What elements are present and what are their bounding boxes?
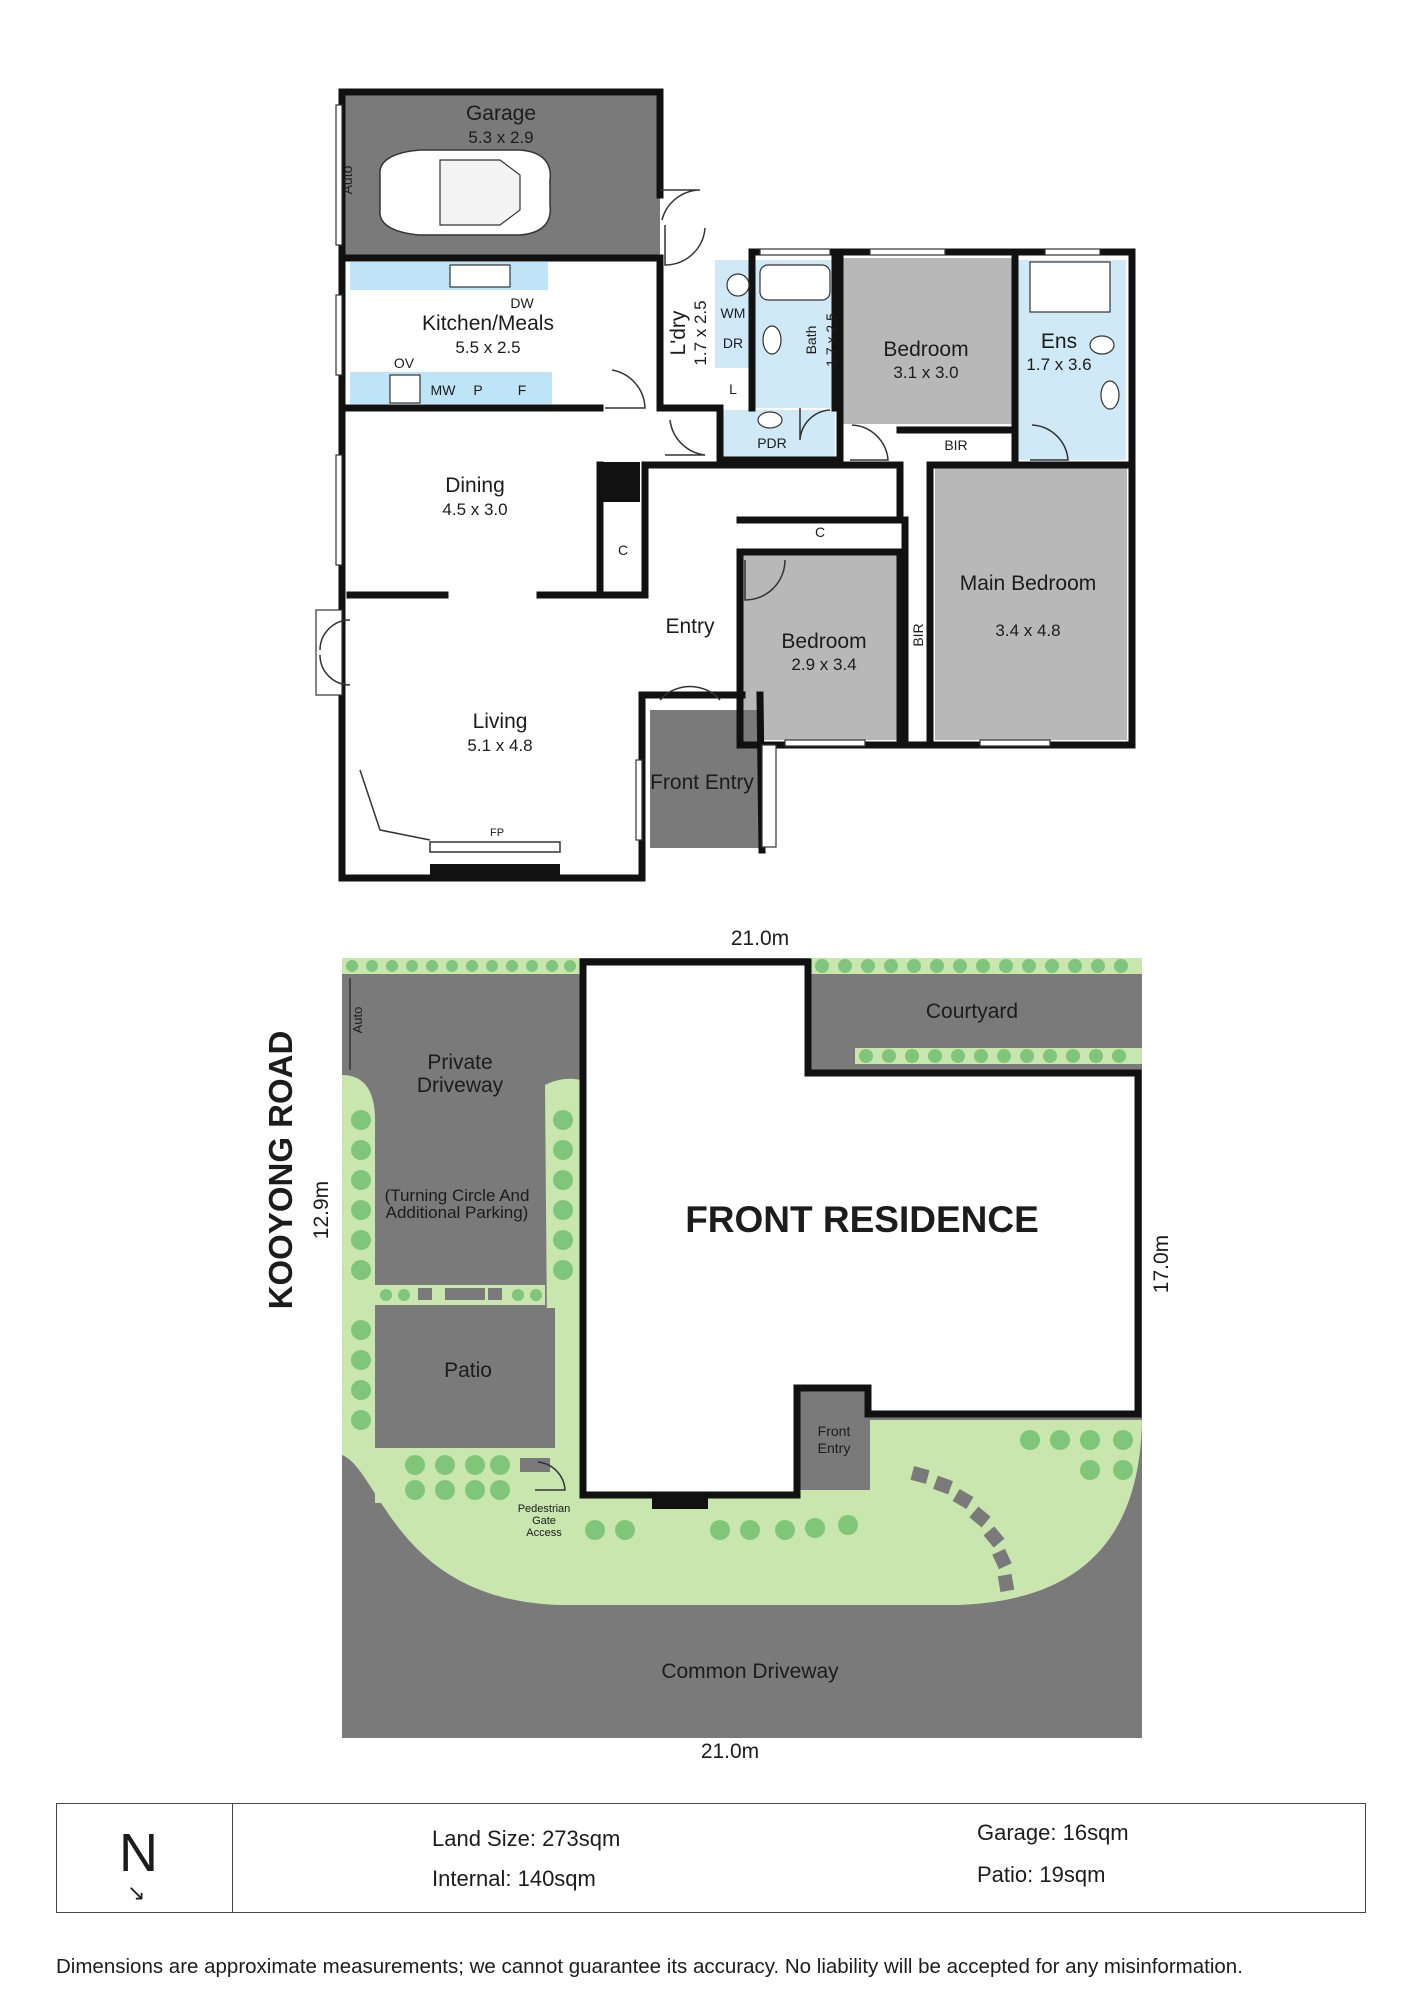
- floor-plan: Garage 5.3 x 2.9 Kitchen/Meals 5.5 x 2.5…: [262, 88, 1173, 1738]
- dim-left: 12.9m: [310, 1181, 333, 1239]
- bedroom3-label: Bedroom: [781, 630, 866, 653]
- bath-dims: 1.7 x 2.5: [823, 313, 839, 367]
- ensuite-label: Ens: [1041, 330, 1077, 353]
- site-dim-bottom: 21.0m: [700, 1740, 760, 1763]
- pdr-label: PDR: [757, 435, 787, 451]
- bedroom3-dims: 2.9 x 3.4: [791, 655, 856, 674]
- land-size: Land Size: 273sqm: [432, 1826, 621, 1851]
- driveway-label-2: Driveway: [417, 1074, 504, 1097]
- top-hedge-left: [342, 958, 580, 974]
- dishwasher-label: DW: [510, 295, 534, 311]
- turning-label-2: Additional Parking): [386, 1203, 529, 1222]
- main-bedroom-label: Main Bedroom: [960, 572, 1097, 595]
- dim-right: 17.0m: [1150, 1235, 1173, 1293]
- patio-label: Patio: [444, 1359, 492, 1382]
- road-label: KOOYONG ROAD: [262, 1031, 299, 1310]
- pedestrian-gate-icon: [535, 1461, 566, 1491]
- fireplace-label: FP: [490, 827, 504, 839]
- garage-label: Garage: [466, 102, 536, 125]
- bir-label-bedroom2: BIR: [944, 437, 967, 453]
- info-panel: N ↘ Land Size: 273sqm Internal: 140sqm G…: [56, 1803, 1366, 1913]
- gate-label-3: Access: [526, 1527, 562, 1539]
- lawn-main: [342, 1420, 1142, 1605]
- laundry-label: L'dry: [667, 310, 690, 355]
- site-front-entry-1: Front: [818, 1423, 851, 1439]
- pantry-label: P: [473, 382, 482, 398]
- car-icon: [379, 149, 552, 236]
- north-cell: N ↘: [57, 1804, 233, 1912]
- dryer-label: DR: [723, 335, 743, 351]
- driveway-label-1: Private: [427, 1051, 492, 1074]
- kitchen-bench-top: [350, 262, 548, 290]
- internal-area: Internal: 140sqm: [432, 1866, 596, 1891]
- gate-label-2: Gate: [532, 1515, 556, 1527]
- microwave-label: MW: [431, 382, 457, 398]
- fixtures: [359, 261, 1120, 841]
- kitchen-dims: 5.5 x 2.5: [455, 338, 520, 357]
- patio-area-text: Patio: 19sqm: [977, 1862, 1106, 1887]
- oven-label: OV: [394, 355, 415, 371]
- bath-label: Bath: [803, 326, 819, 355]
- garage-area: Garage: 16sqm: [977, 1820, 1129, 1845]
- bedroom3-floor: [740, 552, 900, 740]
- patio-area: [375, 1308, 555, 1448]
- site-labels: KOOYONG ROAD 21.0m 21.0m 12.9m 17.0m FRO…: [262, 927, 1173, 1539]
- bedroom2-dims: 3.1 x 3.0: [893, 363, 958, 382]
- dining-dims: 4.5 x 3.0: [442, 500, 507, 519]
- residence-chimney: [652, 1495, 708, 1509]
- common-driveway-label: Common Driveway: [661, 1660, 839, 1683]
- fridge-label: F: [518, 382, 527, 398]
- living-label: Living: [473, 710, 528, 733]
- private-driveway: [375, 974, 545, 1282]
- front-entry-area: [800, 1390, 870, 1490]
- ensuite-dims: 1.7 x 3.6: [1026, 355, 1091, 374]
- bedroom2-floor: [840, 258, 1012, 424]
- gate-label-1: Pedestrian: [518, 1503, 571, 1515]
- cupboard-label-entry: C: [618, 542, 628, 558]
- entry-label: Entry: [665, 615, 715, 638]
- bedroom2-label: Bedroom: [883, 338, 968, 361]
- site-auto-label: Auto: [350, 1007, 365, 1034]
- north-arrow-icon: N: [119, 1823, 158, 1883]
- residence-label: FRONT RESIDENCE: [685, 1199, 1039, 1240]
- garage-dims: 5.3 x 2.9: [468, 128, 533, 147]
- front-entry-label: Front Entry: [650, 771, 754, 794]
- turning-label-1: (Turning Circle And: [385, 1186, 530, 1205]
- cupboard-label-hall: C: [815, 524, 825, 540]
- living-dims: 5.1 x 4.8: [467, 736, 532, 755]
- linen-label: L: [729, 381, 737, 397]
- north-pointer-icon: ↘: [127, 1880, 146, 1905]
- shrubs: [351, 1110, 1133, 1540]
- kitchen-bench-bottom: [350, 372, 552, 404]
- doors: [319, 189, 1069, 701]
- chimney: [600, 462, 640, 502]
- fixture-labels: Auto DW OV MW P F WM DR L PDR BIR BIR C …: [339, 165, 968, 839]
- stepping-stones: [418, 1288, 1015, 1593]
- front-residence-outline: [579, 958, 1142, 1499]
- windows: [315, 104, 1101, 848]
- courtyard-area: [810, 974, 1142, 1046]
- washing-machine-label: WM: [721, 305, 746, 321]
- fireplace-hearth: [429, 841, 561, 853]
- disclaimer: Dimensions are approximate measurements;…: [56, 1955, 1243, 1978]
- dining-label: Dining: [445, 474, 505, 497]
- kitchen-label: Kitchen/Meals: [422, 312, 554, 335]
- courtyard-label: Courtyard: [926, 1000, 1018, 1023]
- laundry-dims: 1.7 x 2.5: [691, 300, 710, 365]
- room-labels: Garage 5.3 x 2.9 Kitchen/Meals 5.5 x 2.5…: [422, 102, 1096, 794]
- dim-top: 21.0m: [731, 927, 789, 950]
- main-bedroom-dims: 3.4 x 4.8: [995, 621, 1060, 640]
- lawn-front: [342, 1420, 1142, 1736]
- main-bedroom-floor: [935, 465, 1127, 740]
- hedge-dots: [346, 959, 1128, 1301]
- bir-label-main: BIR: [910, 623, 926, 646]
- auto-door-label: Auto: [339, 165, 355, 194]
- site-plan: [342, 958, 1142, 1738]
- site-front-entry-2: Entry: [818, 1440, 851, 1456]
